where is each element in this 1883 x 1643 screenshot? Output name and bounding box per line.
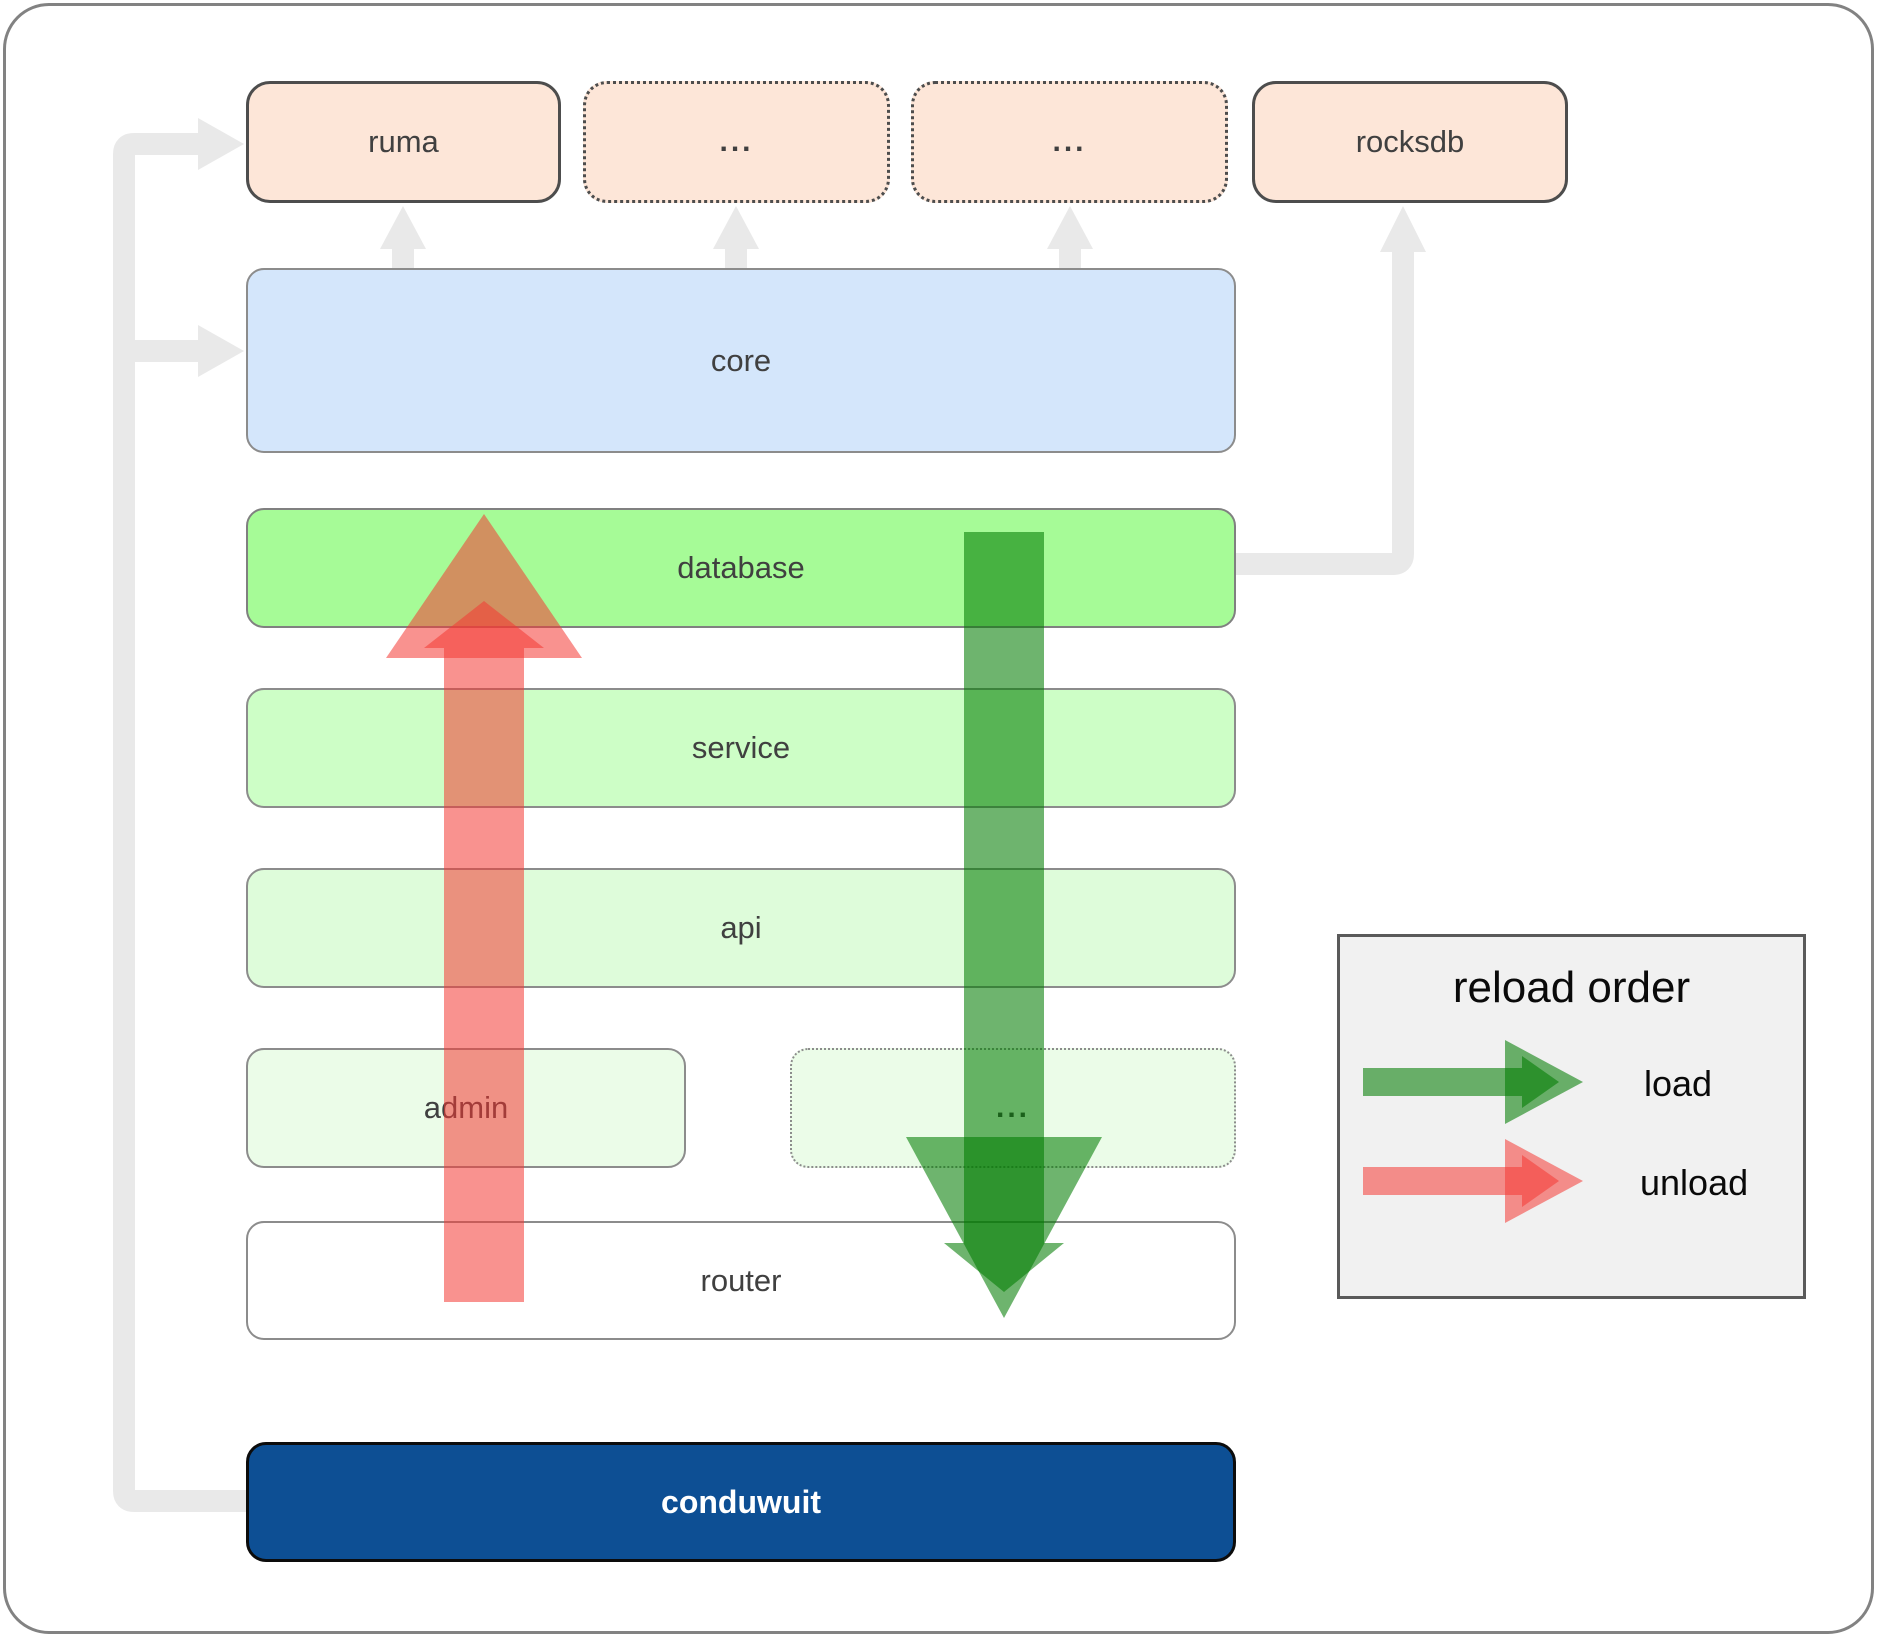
box-core: core [246,268,1236,453]
outer-frame [3,3,1874,1634]
box-ruma-label: ruma [368,124,439,159]
box-router-label: router [700,1262,782,1298]
box-conduwuit: conduwuit [246,1442,1236,1562]
box-core-label: core [710,342,772,378]
box-ellipsis-3-label: ... [995,1091,1030,1124]
box-ruma: ruma [246,81,561,203]
box-ellipsis-1-label: ... [719,125,754,158]
arrowhead-stub-2 [713,206,759,249]
box-ellipsis-3: ... [790,1048,1236,1168]
box-database: database [246,508,1236,628]
arrowhead-stub-3 [1047,206,1093,249]
box-rocksdb: rocksdb [1252,81,1568,203]
arrowhead-stub-1 [380,206,426,249]
legend-reload-order: reload order load unload [1337,934,1806,1299]
box-ellipsis-2-label: ... [1052,125,1087,158]
arrowhead-into-core [198,325,244,377]
box-service-label: service [691,730,791,765]
connector-database-to-rocksdb [1236,250,1414,575]
box-admin-label: admin [423,1090,509,1125]
box-api: api [246,868,1236,988]
connector-conduwuit-to-ruma [113,133,246,1512]
box-database-label: database [677,550,805,585]
box-ellipsis-2: ... [911,81,1228,203]
box-conduwuit-label: conduwuit [661,1483,821,1520]
box-ellipsis-1: ... [583,81,890,203]
box-admin: admin [246,1048,686,1168]
arrowhead-into-ruma [198,118,244,170]
box-router: router [246,1221,1236,1340]
legend-title: reload order [1452,963,1691,1012]
legend-load-label: load [1644,1063,1713,1104]
box-api-label: api [720,910,762,945]
arrowhead-into-rocksdb [1380,206,1426,252]
legend-unload-label: unload [1640,1162,1749,1203]
box-service: service [246,688,1236,808]
box-rocksdb-label: rocksdb [1355,124,1465,159]
